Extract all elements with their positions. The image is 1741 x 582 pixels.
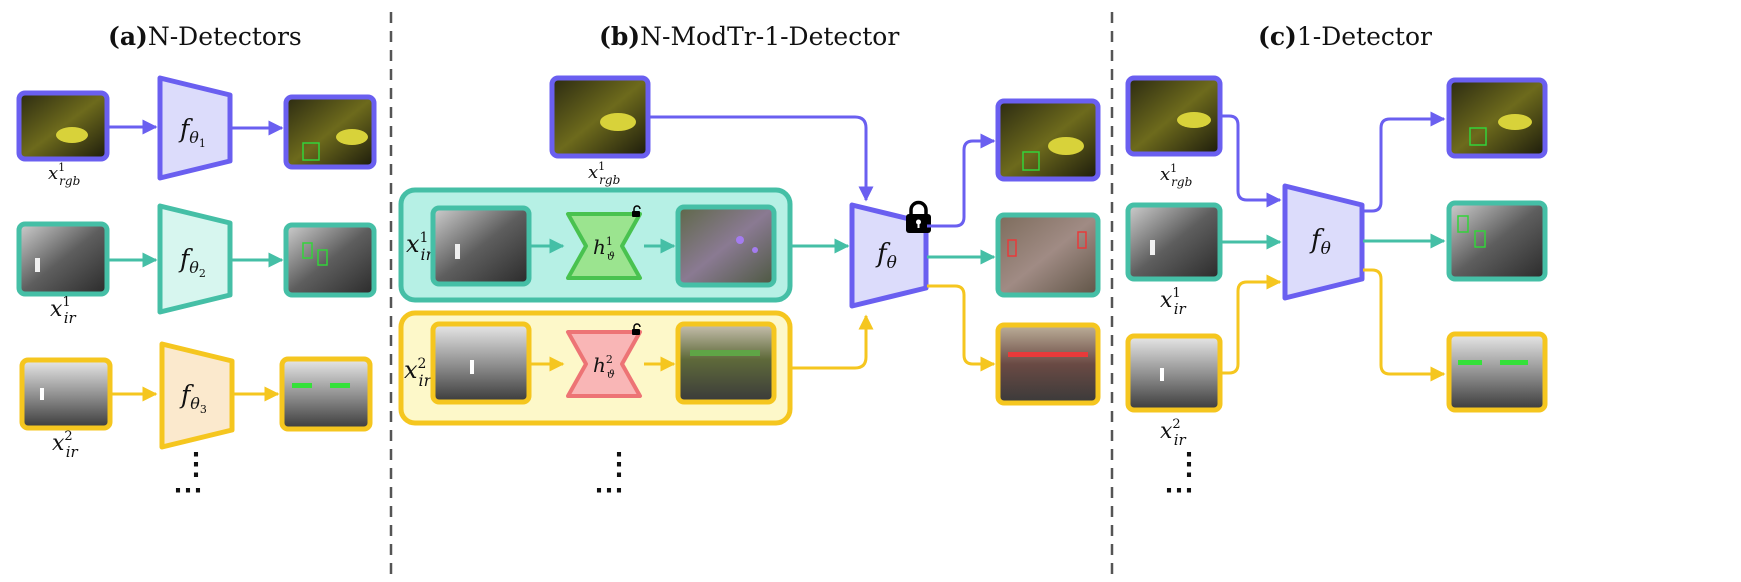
- b-vertical-dots: ⋮: [604, 447, 634, 482]
- b-rgb-input-image: [549, 75, 651, 159]
- section-a-title: (a)N-Detectors: [108, 22, 302, 51]
- b-rgb-output-image: [995, 98, 1101, 182]
- a-detector-f-theta2: [157, 203, 233, 315]
- c-vertical-dots: ⋮: [1174, 447, 1204, 482]
- c-rgb-input-image: [1125, 75, 1223, 157]
- b-ir2-output-image: [995, 322, 1101, 406]
- c-rgb-output-image: [1446, 77, 1548, 159]
- b-rgb-arrow-to-detector: [649, 115, 874, 202]
- c-ir2-arrow-to-detector: [1221, 274, 1282, 375]
- c-horizontal-dots: ⋯: [1164, 473, 1194, 508]
- a-rgb-input-image: [16, 90, 110, 162]
- c-shared-detector-f-theta: [1282, 183, 1365, 301]
- c-ir1-output-image: [1446, 200, 1548, 282]
- b-h1-small-lock-icon: [632, 205, 641, 217]
- a-ir2-output-image: [279, 356, 373, 432]
- a-f-theta2-label: fθ2: [178, 244, 206, 280]
- a-f-theta3-label: fθ3: [179, 380, 207, 416]
- c-ir2-input-image: [1125, 333, 1223, 413]
- c-ir2-output-image: [1446, 331, 1548, 413]
- b-horizontal-dots: ⋯: [594, 473, 624, 508]
- b-ir1-output-image: [995, 212, 1101, 298]
- b-ir2-arrow-to-detector: [791, 314, 874, 370]
- section-b-title: (b)N-ModTr-1-Detector: [599, 22, 899, 51]
- b-detector-lock-icon: [906, 200, 931, 233]
- a-ir1-input-image: [16, 221, 110, 297]
- a-horizontal-dots: ⋯: [173, 473, 203, 508]
- section-c-title: (c)1-Detector: [1258, 22, 1432, 51]
- b-ir2-translated-image: [675, 321, 777, 405]
- c-rgb-arrow-to-detector: [1221, 114, 1282, 208]
- a-detector-f-theta3: [159, 341, 235, 450]
- a-f-theta1-label: fθ1: [178, 114, 206, 150]
- a-ir1-output-image: [283, 222, 377, 298]
- b-ir1-translated-image: [675, 204, 777, 288]
- a-detector-f-theta1: [157, 75, 233, 181]
- a-ir2-input-image: [19, 357, 113, 431]
- c-ir2-output-arrow: [1363, 268, 1446, 382]
- c-ir1-input-image: [1125, 202, 1223, 282]
- a-vertical-dots: ⋮: [181, 447, 211, 482]
- b-ir1-input-image: [430, 205, 532, 287]
- a-rgb-output-image: [283, 94, 377, 170]
- b-rgb-output-arrow: [927, 133, 996, 228]
- b-ir2-output-arrow: [927, 284, 996, 372]
- b-h2-small-lock-icon: [632, 323, 641, 335]
- c-rgb-output-arrow: [1363, 111, 1446, 213]
- b-ir2-input-image: [430, 321, 532, 405]
